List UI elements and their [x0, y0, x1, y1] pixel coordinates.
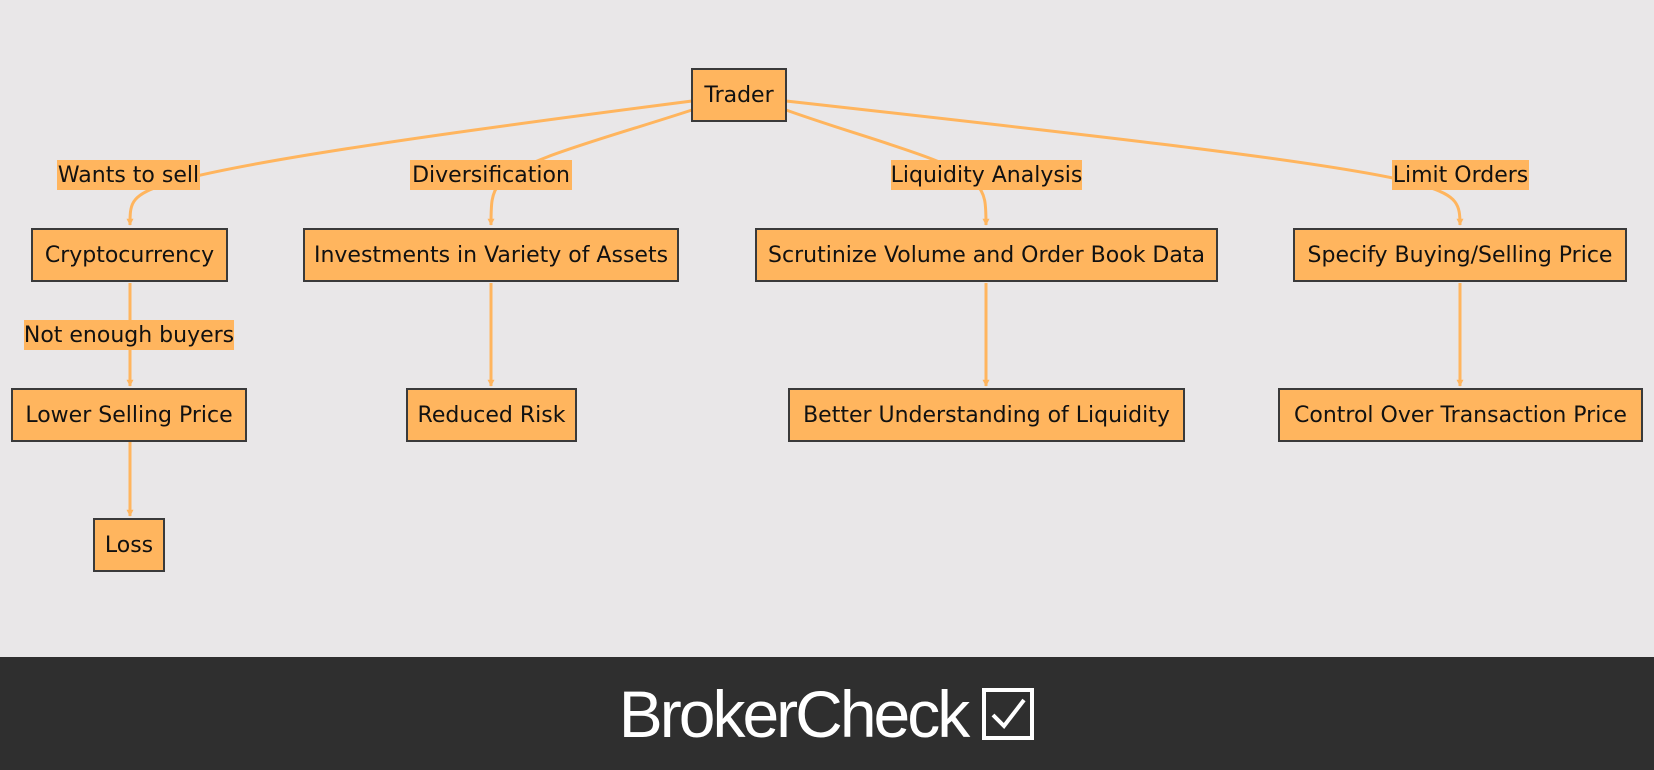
brand-logo: BrokerCheck	[619, 681, 1035, 747]
node-specify: Specify Buying/Selling Price	[1293, 228, 1627, 282]
node-investments: Investments in Variety of Assets	[303, 228, 679, 282]
brand-name: BrokerCheck	[618, 676, 970, 751]
edge-label-wants-to-sell: Wants to sell	[57, 160, 200, 190]
node-control: Control Over Transaction Price	[1278, 388, 1643, 442]
edge-label-limit-orders: Limit Orders	[1392, 160, 1529, 190]
edges-layer	[126, 99, 1464, 517]
node-scrutinize: Scrutinize Volume and Order Book Data	[755, 228, 1218, 282]
node-lower-selling-price: Lower Selling Price	[11, 388, 247, 442]
node-better-understanding: Better Understanding of Liquidity	[788, 388, 1185, 442]
node-trader: Trader	[691, 68, 787, 122]
checkbox-checked-icon	[982, 687, 1035, 740]
edge-label-liquidity-analysis: Liquidity Analysis	[891, 160, 1082, 190]
edge-trader-specify	[785, 99, 1464, 226]
node-loss: Loss	[93, 518, 165, 572]
edge-trader-cryptocurrency	[126, 99, 693, 226]
flowchart: Wants to sell Diversification Liquidity …	[11, 68, 1643, 572]
node-cryptocurrency: Cryptocurrency	[31, 228, 228, 282]
edge-label-diversification: Diversification	[410, 160, 572, 190]
edge-label-not-enough-buyers: Not enough buyers	[24, 320, 234, 350]
node-reduced-risk: Reduced Risk	[406, 388, 577, 442]
footer-banner: BrokerCheck	[0, 657, 1654, 770]
